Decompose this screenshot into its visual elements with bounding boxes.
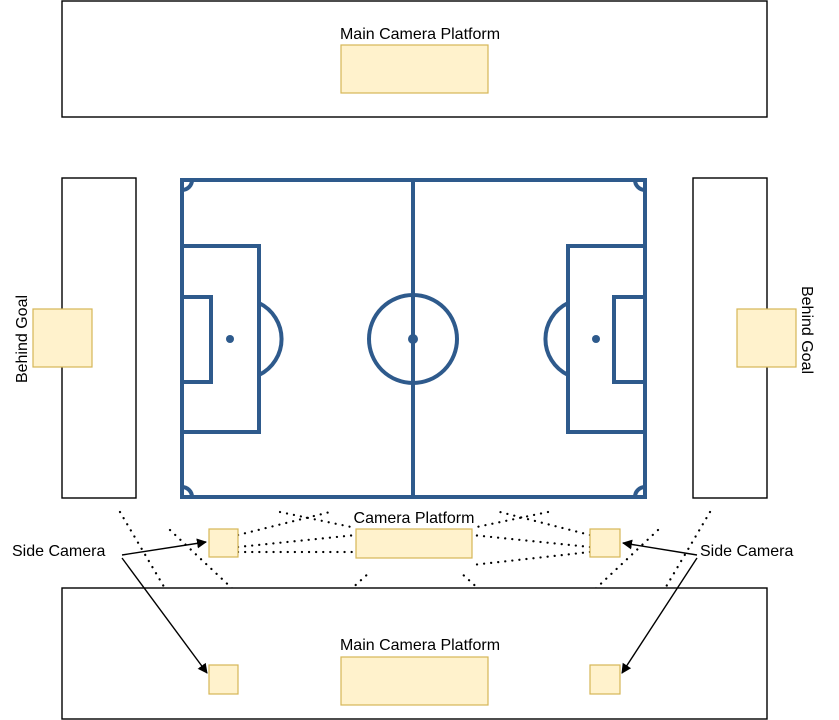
center-spot	[408, 334, 418, 344]
right-goal-area	[612, 295, 647, 384]
right-behind-goal-camera	[736, 308, 797, 368]
top-main-camera-platform	[340, 44, 489, 94]
left-penalty-area	[180, 244, 261, 434]
arrow-right-to-lower	[621, 557, 698, 674]
pitchside-camera-platform-label: Camera Platform	[354, 510, 475, 527]
arrow-right-to-upper	[622, 539, 698, 556]
arrow-left-to-upper	[121, 538, 207, 556]
center-circle	[367, 293, 459, 385]
side-camera-right-label: Side Camera	[700, 543, 793, 560]
football-pitch	[180, 178, 647, 499]
side-camera-left-label: Side Camera	[12, 543, 105, 560]
arrow-left-to-lower	[121, 557, 208, 674]
left-behind-goal-camera	[32, 308, 93, 368]
left-penalty-spot	[226, 335, 234, 343]
corner-arc-bottom-right	[633, 485, 646, 498]
left-behind-goal-label: Behind Goal	[14, 295, 31, 383]
side-camera-right-upper	[589, 528, 621, 558]
right-penalty-arc	[543, 301, 569, 377]
right-penalty-area	[566, 244, 647, 434]
corner-arc-top-left	[181, 179, 194, 192]
corner-arc-top-right	[633, 179, 646, 192]
side-camera-left-upper	[208, 528, 239, 558]
pitchside-camera-platform	[355, 528, 473, 559]
corner-arc-bottom-left	[181, 485, 194, 498]
bottom-main-camera-platform-label: Main Camera Platform	[340, 637, 500, 654]
right-behind-goal-label: Behind Goal	[798, 286, 815, 374]
bottom-main-camera-platform	[340, 656, 489, 706]
side-camera-left-lower	[208, 664, 239, 695]
left-penalty-arc	[258, 301, 284, 377]
side-camera-right-lower	[589, 664, 621, 695]
left-goal-area	[180, 295, 213, 384]
top-main-camera-platform-label: Main Camera Platform	[340, 26, 500, 43]
right-penalty-spot	[592, 335, 600, 343]
